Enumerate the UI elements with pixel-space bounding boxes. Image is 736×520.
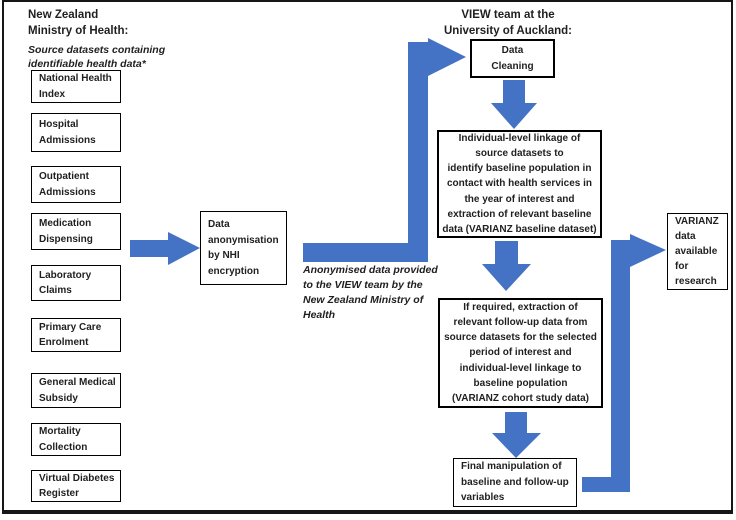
source-dataset-box: National Health Index [31, 70, 121, 103]
final-manipulation-box: Final manipulation of baseline and follo… [453, 458, 577, 507]
view-team-title-line2: University of Auckland: [443, 25, 573, 37]
anonymised-data-caption: Anonymised data provided to the VIEW tea… [303, 264, 438, 321]
varianz-output-box: VARIANZ data available for research [667, 213, 728, 290]
baseline-linkage-box: Individual-level linkage of source datas… [437, 130, 602, 238]
anonymisation-box: Data anonymisation by NHI encryption [200, 211, 287, 285]
right-header: VIEW team at the University of Auckland: [398, 7, 618, 39]
arrow-anonymisation-to-cleaning [303, 38, 466, 262]
source-dataset-box: Mortality Collection [31, 423, 121, 456]
left-header: New Zealand Ministry of Health: Source d… [28, 7, 208, 71]
nz-moh-title-line2: Ministry of Health: [28, 25, 129, 37]
followup-extraction-box: If required, extraction of relevant foll… [438, 298, 603, 408]
arrow-followup-to-final [492, 412, 541, 458]
source-dataset-box: General Medical Subsidy [31, 373, 121, 408]
data-cleaning-box: Data Cleaning [470, 39, 555, 78]
source-dataset-box: Hospital Admissions [31, 113, 121, 152]
nz-moh-title-line1: New Zealand [28, 9, 99, 21]
source-dataset-box: Laboratory Claims [31, 265, 121, 301]
arrow-cleaning-to-linkage [491, 80, 537, 129]
source-datasets-subtitle: Source datasets containing identifiable … [28, 44, 166, 70]
source-dataset-box: Medication Dispensing [31, 213, 121, 250]
arrow-linkage-to-followup [482, 241, 531, 291]
source-dataset-box: Primary Care Enrolment [31, 318, 121, 352]
source-dataset-box: Outpatient Admissions [31, 166, 121, 203]
view-team-title-line1: VIEW team at the [461, 9, 555, 21]
arrow-final-to-varianz [582, 234, 666, 492]
source-dataset-box: Virtual Diabetes Register [31, 470, 121, 502]
arrow-sources-to-anonymisation [130, 232, 200, 265]
